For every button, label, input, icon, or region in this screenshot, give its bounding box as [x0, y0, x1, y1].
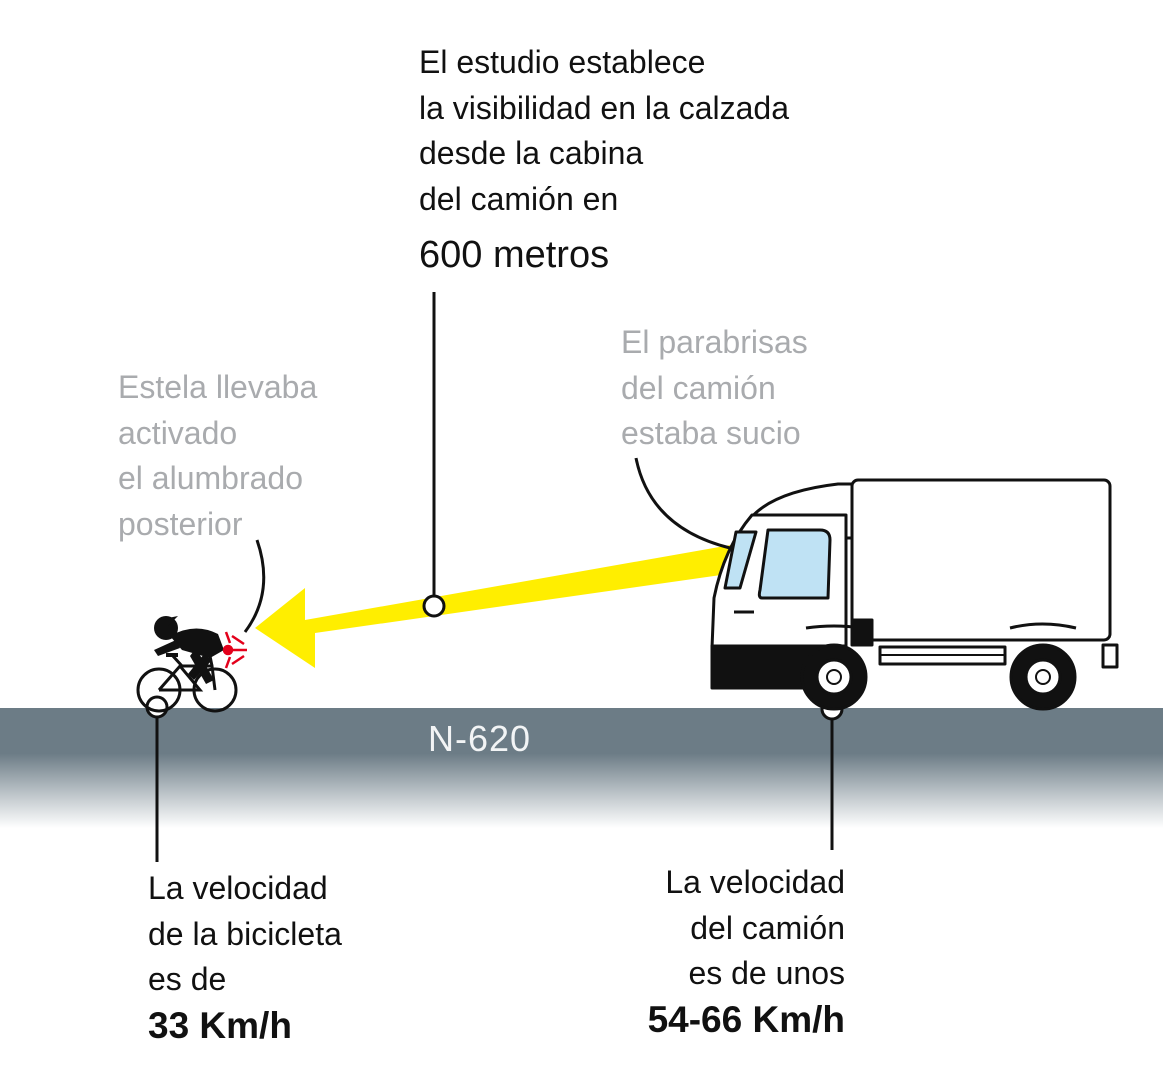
bike-speed-line: es de — [148, 961, 227, 997]
rear-light-note-line: activado — [118, 414, 238, 451]
study-note-line: la visibilidad en la calzada — [419, 89, 789, 126]
rear-light-note-line: Estela llevaba — [118, 369, 318, 405]
truck-speed-line: del camión — [690, 909, 845, 946]
windshield-note-line: El parabrisas — [621, 324, 808, 360]
cyclist — [136, 616, 238, 713]
visibility-beam — [255, 543, 742, 668]
truck-speed-note: La velocidad del camión es de unos 54-66… — [648, 860, 845, 1043]
rear-light-note-line: posterior — [118, 505, 243, 542]
leader-lines — [155, 292, 834, 862]
truck-wheels — [800, 643, 1077, 711]
windshield-note: El parabrisas del camión estaba sucio — [621, 320, 808, 457]
rear-light — [222, 631, 247, 669]
bike-speed-note: La velocidad de la bicicleta es de 33 Km… — [148, 866, 342, 1049]
windshield-note-line: estaba sucio — [621, 415, 801, 451]
road — [0, 708, 1163, 828]
bike-speed-value: 33 Km/h — [148, 1004, 292, 1046]
windshield-note-line: del camión — [621, 369, 776, 406]
study-note-line: del camión en — [419, 180, 619, 217]
rear-light-note-line: el alumbrado — [118, 460, 303, 496]
study-note-line: desde la cabina — [419, 135, 644, 171]
truck-speed-line: La velocidad — [665, 864, 845, 900]
study-note-line: El estudio establece — [419, 44, 706, 80]
truck — [710, 478, 1119, 690]
rear-light-note: Estela llevaba activado el alumbrado pos… — [118, 365, 317, 547]
bike-speed-line: de la bicicleta — [148, 915, 342, 952]
bike-speed-line: La velocidad — [148, 870, 328, 906]
study-note-highlight: 600 metros — [419, 234, 610, 276]
truck-speed-line: es de unos — [688, 955, 845, 991]
road-label: N-620 — [428, 718, 532, 759]
truck-speed-value: 54-66 Km/h — [647, 998, 845, 1040]
study-note: El estudio establece la visibilidad en l… — [419, 40, 789, 286]
